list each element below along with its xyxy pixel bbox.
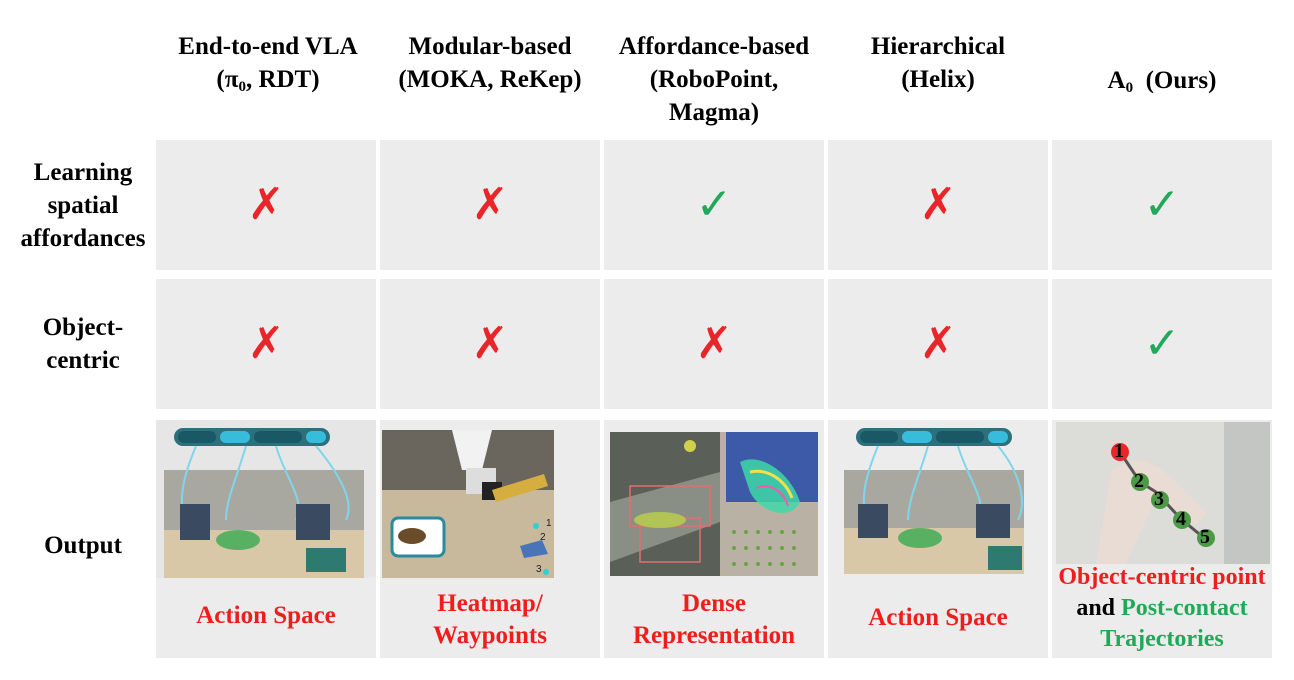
- cell-r1-c3: ✓: [604, 140, 824, 270]
- waypoint-label-3: 3: [536, 564, 542, 575]
- waypoint-marker: [533, 523, 539, 529]
- waypoint-label-2: 2: [540, 532, 546, 543]
- cross-icon: ✗: [471, 318, 509, 369]
- trajectory-point-marker: [1131, 473, 1149, 491]
- col-header-line1: End-to-end VLA: [178, 33, 358, 60]
- output-caption-1: Action Space: [196, 602, 336, 629]
- trajectory-label-2: 2: [1134, 470, 1144, 492]
- col-header-line2: (π0, RDT): [216, 66, 320, 95]
- output-cell-5: 1 2 3 4 5 Object-centric point and Post-…: [1052, 420, 1272, 658]
- cross-icon: ✗: [247, 318, 285, 369]
- cross-icon: ✗: [919, 179, 957, 230]
- cross-icon: ✗: [919, 318, 957, 369]
- waypoint-label-1: 1: [546, 518, 552, 529]
- check-icon: ✓: [1143, 318, 1181, 369]
- dense-representation-image: [610, 432, 818, 576]
- col-header-line3: Magma): [668, 99, 760, 126]
- robot-action-space-image: [156, 420, 376, 578]
- heatmap-waypoints-image: 1 2 3: [382, 430, 554, 578]
- output-cell-2: 1 2 3 Heatmap/Waypoints: [380, 420, 600, 658]
- row-label-output: Output: [44, 531, 122, 559]
- cell-r1-c4: ✗: [828, 140, 1048, 270]
- cell-r1-c5: ✓: [1052, 140, 1272, 270]
- trajectory-point-marker: [1111, 443, 1129, 461]
- output-caption-4: Action Space: [868, 604, 1008, 631]
- output-cell-1: Action Space: [156, 420, 376, 658]
- trajectory-label-4: 4: [1176, 508, 1186, 530]
- cell-r2-c5: ✓: [1052, 279, 1272, 409]
- trajectory-point-marker: [1173, 511, 1191, 529]
- col-header-modular: Modular-based (MOKA, ReKep): [380, 30, 600, 130]
- col-header-line1: Hierarchical: [870, 33, 1006, 60]
- col-header-line1: Affordance-based: [618, 33, 810, 60]
- col-header-end-to-end: End-to-end VLA (π0, RDT): [158, 30, 378, 130]
- cell-r2-c3: ✗: [604, 279, 824, 409]
- trajectory-label-5: 5: [1200, 526, 1210, 548]
- output-caption-2: Heatmap/Waypoints: [433, 590, 547, 649]
- trajectory-point-marker: [1151, 491, 1169, 509]
- col-header-a0-ours: A0 (Ours): [1107, 67, 1217, 96]
- cell-r1-c2: ✗: [380, 140, 600, 270]
- check-icon: ✓: [1143, 179, 1181, 230]
- col-header-affordance: Affordance-based (RoboPoint, Magma): [604, 30, 824, 130]
- cell-r2-c1: ✗: [156, 279, 376, 409]
- cell-r2-c4: ✗: [828, 279, 1048, 409]
- col-header-line2: (MOKA, ReKep): [398, 66, 582, 93]
- col-header-hierarchical: Hierarchical (Helix): [828, 30, 1048, 130]
- col-header-line2: (RoboPoint,: [649, 66, 779, 93]
- waypoint-marker: [543, 569, 549, 575]
- cross-icon: ✗: [695, 318, 733, 369]
- cell-r2-c2: ✗: [380, 279, 600, 409]
- output-cell-4: Action Space: [828, 420, 1048, 658]
- trajectory-label-1: 1: [1114, 440, 1124, 462]
- robot-action-space-image: [828, 420, 1048, 578]
- object-centric-trajectory-image: 1 2 3 4 5: [1056, 422, 1270, 564]
- col-header-line2: (Helix): [901, 66, 975, 93]
- cell-r1-c1: ✗: [156, 140, 376, 270]
- output-caption-5: Object-centric point and Post-contact Tr…: [1058, 564, 1266, 652]
- trajectory-point-marker: [1197, 529, 1215, 547]
- trajectory-label-3: 3: [1154, 488, 1164, 510]
- cross-icon: ✗: [471, 179, 509, 230]
- check-icon: ✓: [695, 179, 733, 230]
- row-label-object-centric: Object-centric: [42, 314, 124, 374]
- col-header-line1: Modular-based: [408, 33, 572, 60]
- cross-icon: ✗: [247, 179, 285, 230]
